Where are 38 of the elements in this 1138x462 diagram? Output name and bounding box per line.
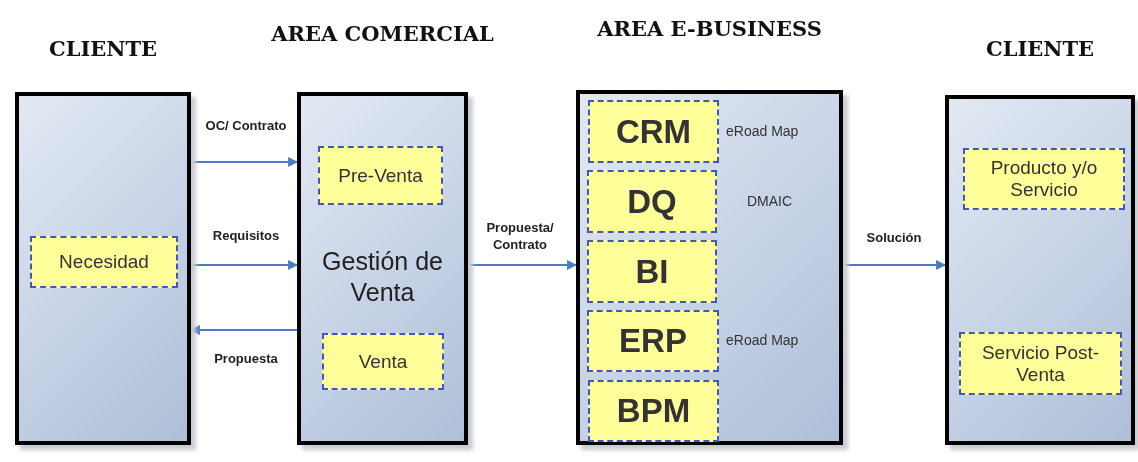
edge-label: OC/ Contrato	[204, 118, 288, 135]
method-note: DMAIC	[747, 192, 793, 209]
task-box	[587, 310, 719, 372]
lane-heading: AREA E-BUSINESS	[596, 16, 823, 43]
task-label: Venta	[358, 350, 408, 373]
edge-label: Solución	[865, 230, 923, 247]
acronym-label: CRM	[615, 112, 692, 151]
lane-heading: CLIENTE	[984, 36, 1096, 63]
edge-label: Requisitos	[211, 228, 281, 245]
method-note: eRoad Map	[726, 332, 799, 348]
acronym-label: DQ	[627, 182, 677, 221]
arrow	[468, 260, 577, 270]
edge-label: Propuesta	[213, 351, 279, 368]
lane-text: Gestión de Venta	[321, 246, 444, 309]
edge-label: Propuesta/ Contrato	[485, 220, 555, 254]
task-box	[959, 332, 1122, 395]
task-box	[588, 100, 719, 163]
arrow	[191, 260, 298, 270]
lane-heading: CLIENTE	[47, 36, 159, 63]
method-note: eRoad Map	[726, 122, 799, 139]
task-box	[587, 240, 717, 303]
task-label: Pre-Venta	[338, 164, 423, 187]
acronym-label: BI	[635, 252, 669, 291]
lane-heading: AREA COMERCIAL	[270, 21, 495, 48]
task-box	[30, 236, 178, 288]
task-box	[963, 148, 1125, 210]
task-box	[588, 380, 719, 442]
task-label: Producto y/o Servicio	[989, 157, 1099, 201]
arrow	[191, 157, 298, 167]
task-label: Necesidad	[59, 251, 149, 273]
acronym-label: ERP	[619, 322, 687, 360]
arrow	[190, 325, 297, 335]
task-box	[318, 146, 443, 205]
arrow	[843, 260, 946, 270]
task-label: Servicio Post-Venta	[980, 341, 1101, 386]
task-box	[322, 333, 444, 390]
task-box	[587, 170, 717, 233]
acronym-label: BPM	[616, 392, 691, 430]
